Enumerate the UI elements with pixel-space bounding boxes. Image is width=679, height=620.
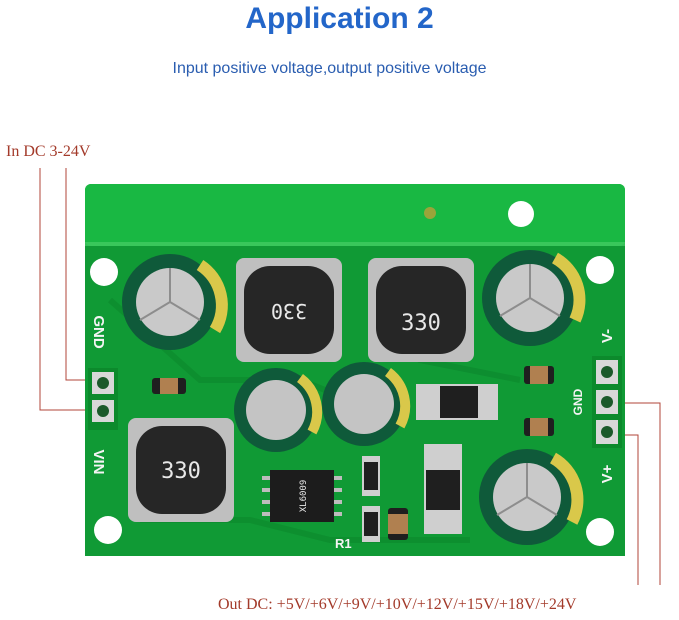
diode — [424, 444, 462, 534]
capacitor — [482, 250, 586, 346]
page-subtitle: Input positive voltage,output positive v… — [172, 60, 487, 77]
pin-label-vin: VIN — [90, 449, 107, 474]
inductor-marking: 330 — [271, 299, 307, 323]
capacitor — [479, 449, 584, 545]
input-pin-header — [88, 368, 118, 430]
output-voltage-label: Out DC: +5V/+6V/+9V/+10V/+12V/+15V/+18V/… — [218, 596, 577, 613]
diode — [416, 384, 498, 420]
inductor: 330 — [128, 418, 234, 522]
chip: XL6009 — [262, 470, 342, 522]
inductor-marking: 330 — [161, 459, 201, 484]
capacitor — [122, 254, 228, 350]
capacitor — [234, 368, 323, 452]
capacitor — [322, 362, 411, 446]
mounting-holes — [90, 201, 614, 546]
input-voltage-label: In DC 3-24V — [6, 143, 91, 160]
inductor-marking: 330 — [401, 311, 441, 336]
smd-components — [152, 366, 554, 542]
chip-marking: XL6009 — [299, 480, 309, 513]
output-pin-header — [592, 356, 622, 448]
inductor: 330 — [236, 258, 342, 362]
page-title: Application 2 — [245, 2, 434, 35]
pin-label-gnd-out: GND — [571, 388, 585, 415]
pin-label-gnd-in: GND — [90, 315, 107, 349]
designator-r1: R1 — [335, 536, 352, 551]
inductor: 330 — [368, 258, 474, 362]
pin-label-v-minus: V- — [599, 329, 616, 343]
pin-label-v-plus: V+ — [599, 464, 616, 483]
